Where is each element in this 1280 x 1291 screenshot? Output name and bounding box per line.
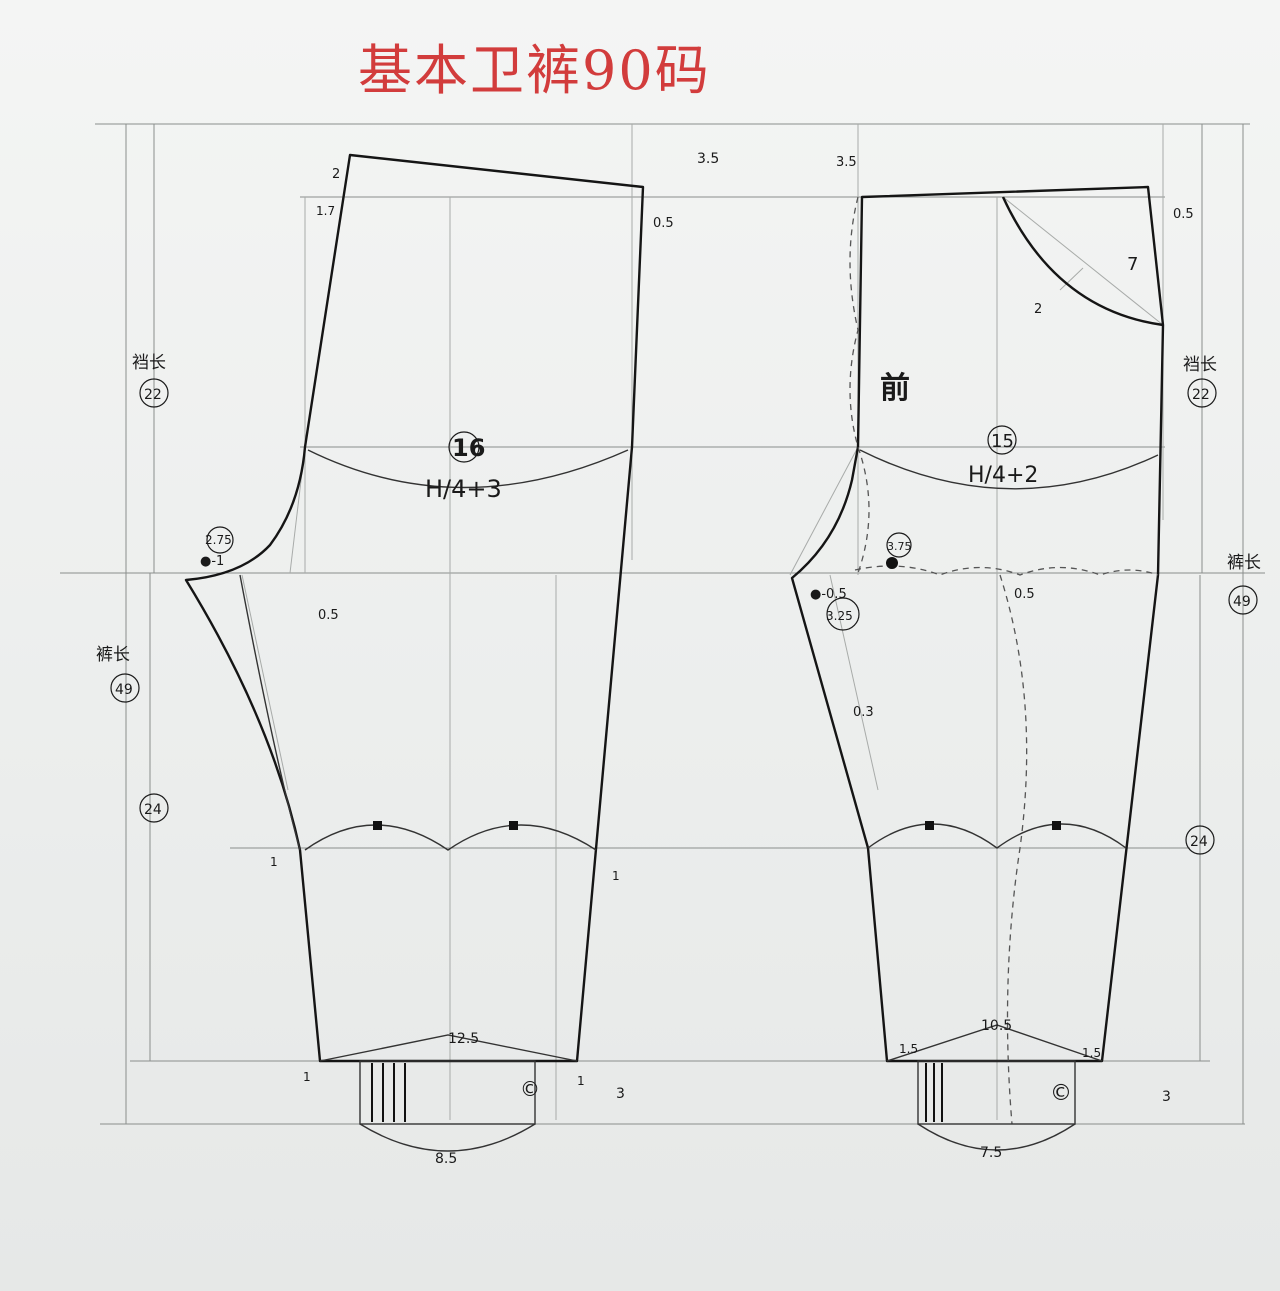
back-panel: © xyxy=(184,153,645,1152)
front-hip-number: 15 xyxy=(991,431,1014,452)
back-hem-right: 1 xyxy=(577,1074,585,1088)
back-inseam-value: 49 xyxy=(115,682,133,698)
labels: 裆长 22 裤长 49 24 16 H/4+3 2 1.7 0.5 2.75 ●… xyxy=(96,151,1261,1167)
guide-lines xyxy=(60,123,1265,1125)
front-hem-right: 1.5 xyxy=(1082,1046,1101,1060)
back-knee-in-left: 1 xyxy=(270,855,278,869)
front-hip-number-circle xyxy=(987,425,1017,455)
back-panel-outline xyxy=(184,153,645,1063)
back-cuff-symbol: © xyxy=(520,1077,540,1101)
front-hip-formula: H/4+2 xyxy=(968,463,1038,488)
front-inseam-label: 裤长 xyxy=(1227,553,1261,573)
back-hem-left: 1 xyxy=(303,1070,311,1084)
front-crotch-minus: ●-0.5 xyxy=(810,587,847,602)
front-knee-mark-left xyxy=(925,821,934,830)
front-crease-out: 0.5 xyxy=(1014,587,1035,602)
front-knee-length-value: 24 xyxy=(1190,834,1208,850)
back-knee-mark-left xyxy=(373,821,382,830)
front-crease-dashed xyxy=(999,574,1028,1125)
front-panel-label: 前 xyxy=(880,371,910,406)
back-crotch-ext-circle xyxy=(206,526,234,554)
front-crotch-dot xyxy=(886,557,898,569)
back-crotch-ext: 2.75 xyxy=(205,533,232,547)
back-knee-mark-right xyxy=(509,821,518,830)
front-knee-mark-right xyxy=(1052,821,1061,830)
back-hip-curve xyxy=(307,449,629,489)
back-hem-width: 12.5 xyxy=(448,1031,479,1047)
back-cuff-ribbing xyxy=(371,1063,406,1122)
front-crotch-depth-value: 22 xyxy=(1192,387,1210,403)
front-crotch-depth-label: 裆长 xyxy=(1183,355,1217,375)
pattern-title: 基本卫裤90码 xyxy=(358,39,711,102)
back-crotch-minus: ●-1 xyxy=(200,554,224,569)
back-waist-in: 1.7 xyxy=(316,204,335,218)
front-cuff-ribbing xyxy=(925,1063,943,1122)
back-side-out-top: 0.5 xyxy=(653,216,674,231)
front-crotch-mark: 3.75 xyxy=(887,540,912,553)
back-knee-in-right: 1 xyxy=(612,869,620,883)
front-panel: © xyxy=(790,185,1165,1151)
front-cuff-symbol: © xyxy=(1050,1081,1072,1106)
back-cuff-width: 8.5 xyxy=(435,1151,457,1167)
back-crotch-depth-label: 裆长 xyxy=(132,353,166,373)
front-side-out-top: 0.5 xyxy=(1173,207,1194,222)
front-pocket-curve: 2 xyxy=(1034,302,1042,317)
back-cuff-height: 3 xyxy=(616,1086,625,1102)
back-inseam-label: 裤长 xyxy=(96,645,130,665)
front-panel-outline xyxy=(790,185,1165,1063)
back-knee-length-value: 24 xyxy=(144,802,162,818)
front-cuff xyxy=(917,1060,1076,1125)
back-waist-raise: 2 xyxy=(332,167,340,182)
front-knee-curve xyxy=(867,823,1127,849)
front-crotch-ext: 3.25 xyxy=(826,609,853,623)
back-cuff xyxy=(359,1060,536,1125)
back-crotch-depth-value: 22 xyxy=(144,387,162,403)
back-knee-curve xyxy=(304,824,597,851)
front-waist-drop: 3.5 xyxy=(836,155,857,170)
front-cuff-width: 7.5 xyxy=(980,1145,1002,1161)
back-hip-number: 16 xyxy=(452,434,485,462)
back-hip-formula: H/4+3 xyxy=(425,475,502,503)
front-hem-width: 10.5 xyxy=(981,1018,1012,1034)
front-cuff-height: 3 xyxy=(1162,1089,1171,1105)
back-crotch-drop: 0.5 xyxy=(318,608,339,623)
front-inseam-value: 49 xyxy=(1233,594,1251,610)
dimension-circles xyxy=(110,378,1258,855)
top-offset: 3.5 xyxy=(697,151,719,167)
front-hem-left: 1.5 xyxy=(899,1042,918,1056)
front-pocket-curve xyxy=(1001,196,1164,327)
front-pocket-depth: 7 xyxy=(1127,254,1138,275)
front-inseam-curve: 0.3 xyxy=(853,705,874,720)
back-hip-number-circle xyxy=(448,431,480,463)
front-hip-curve xyxy=(859,449,1159,490)
